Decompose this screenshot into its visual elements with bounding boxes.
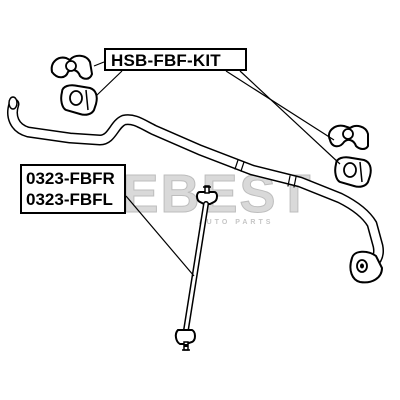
link-bottom-joint [174,329,196,345]
bar-band [287,175,291,187]
link-top-joint [196,191,218,205]
bushing-left-hole [69,90,83,106]
leader-kit-to-bracket-left [93,61,105,67]
bar-band [234,159,239,170]
bar-right-end-hole-inner [360,263,364,269]
stabilizer-link [174,185,218,351]
bushing-right-hole [343,162,357,178]
stabilizer-bar [7,96,384,272]
leader-kit-to-bracket-right [225,70,335,141]
leader-kit-to-bushing-left [95,70,123,97]
link-right-part-number: 0323-FBFR [26,169,115,188]
kit-part-number: HSB-FBF-KIT [111,51,221,70]
bar-band [240,161,245,172]
bushing-left-slit [85,89,89,111]
link-rod-inner [184,202,208,332]
link-bottom-nut [184,344,188,347]
bar-band [293,176,297,188]
bar-left-end [8,96,18,110]
stabilizer-bar-body [8,100,383,270]
bracket-left-eye [65,60,77,72]
link-left-part-number: 0323-FBFL [26,190,113,209]
bushing-right-slit [359,161,363,183]
bracket-right-eye [342,128,354,140]
leader-kit-to-bushing-right [239,70,341,165]
link-top-stud [204,185,210,194]
watermark-tagline: AUTO PARTS [199,219,274,226]
bushing-left [60,84,98,116]
bracket-right [328,124,369,150]
bracket-left [50,54,94,80]
link-part-number-label: 0323-FBFR 0323-FBFL [20,164,126,214]
leader-link-label-to-link [125,195,195,277]
bar-right-end-joint [349,250,384,284]
kit-part-number-label: HSB-FBF-KIT [104,48,247,71]
bushing-right [334,156,372,188]
leader-lines [93,61,341,277]
